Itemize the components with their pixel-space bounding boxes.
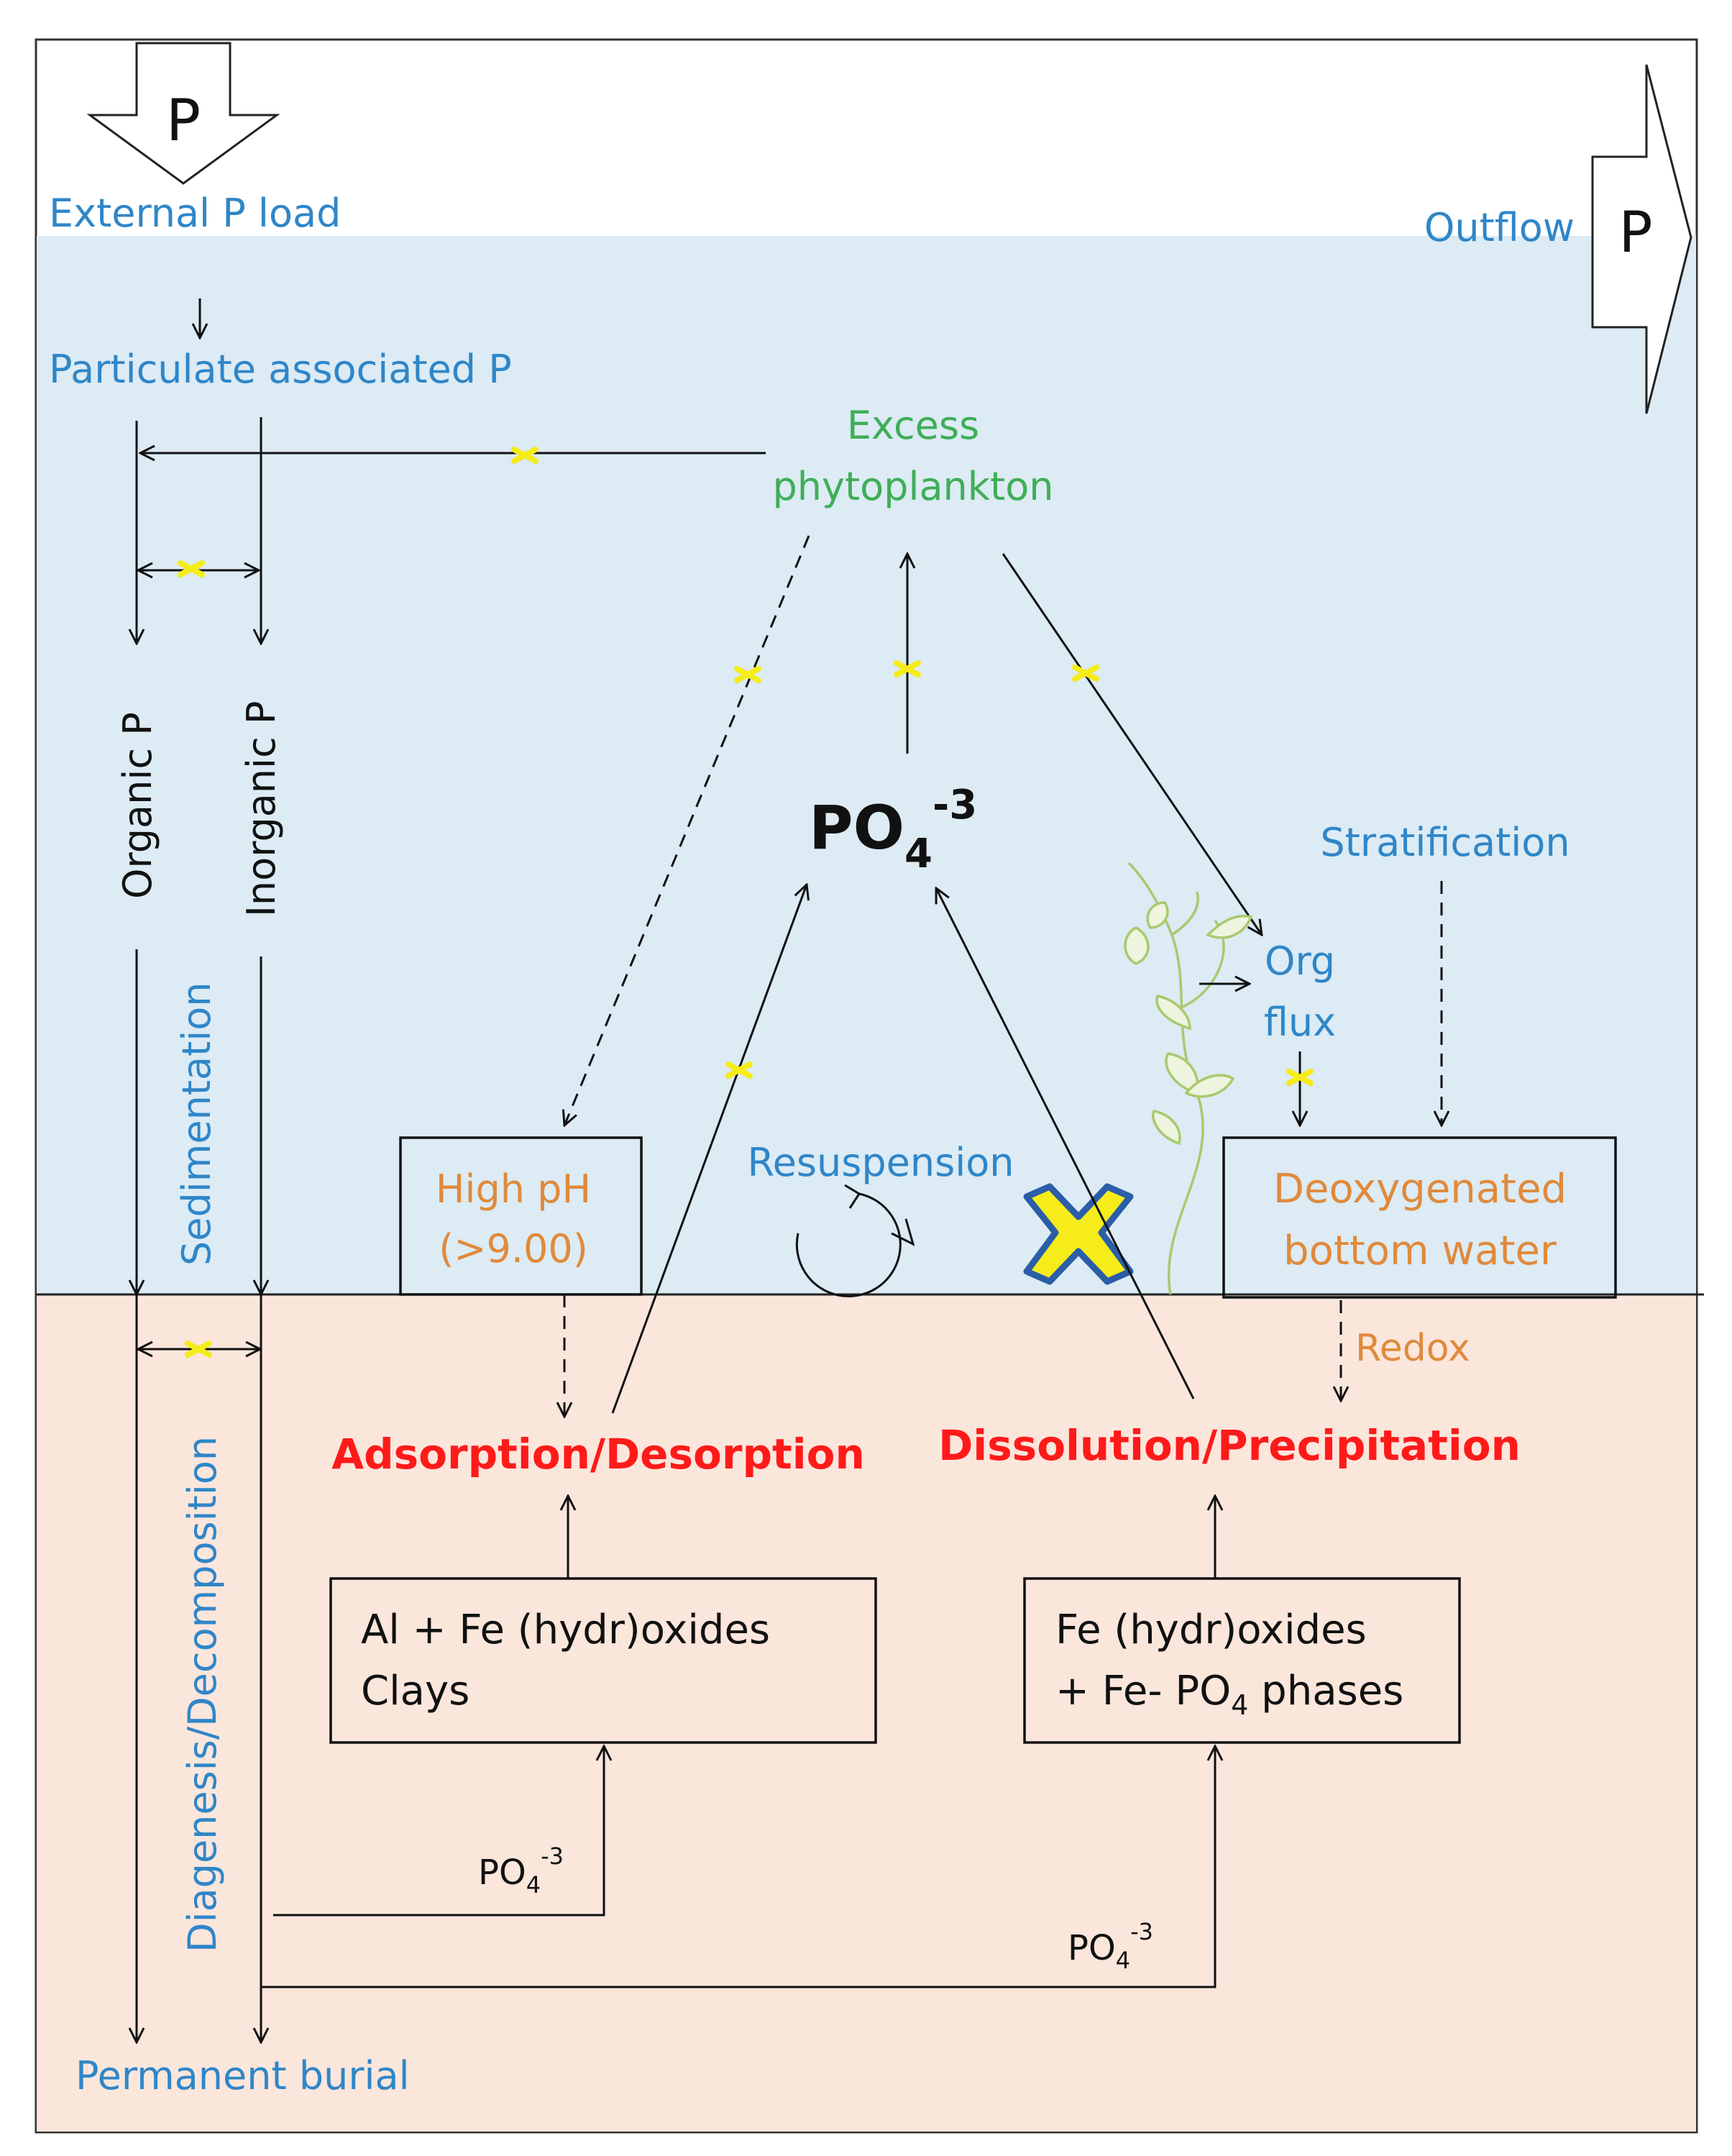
- po4-label-fe: PO4-3: [1068, 1918, 1153, 1974]
- arrow-adsorption-to-po4: [611, 885, 807, 1414]
- high-ph-label: High pH: [436, 1166, 591, 1212]
- fe-hydroxides-label: Fe (hydr)oxides: [1055, 1607, 1367, 1653]
- particulate-p-label: Particulate associated P: [49, 347, 512, 392]
- adsorption-desorption-label: Adsorption/Desorption: [331, 1430, 865, 1479]
- po4-central-label: PO4-3: [809, 782, 977, 877]
- org-flux-label: Org: [1265, 938, 1335, 984]
- external-p-arrow-label: P: [166, 87, 201, 154]
- high-ph-value: (>9.00): [439, 1226, 588, 1271]
- deoxygenated-label-2: bottom water: [1283, 1228, 1557, 1274]
- org-flux-label-2: flux: [1264, 1000, 1336, 1045]
- organic-p-label: Organic P: [115, 712, 160, 899]
- external-p-arrow: [86, 42, 280, 185]
- deoxygenated-label: Deoxygenated: [1273, 1166, 1567, 1212]
- resuspension-cycle-icon: [795, 1184, 915, 1297]
- arrow-phytoplankton-to-org-flux: [1002, 553, 1262, 935]
- stratification-label: Stratification: [1320, 820, 1570, 865]
- excess-phytoplankton-label: Excess: [847, 403, 979, 448]
- outflow-arrow-label: P: [1618, 201, 1652, 265]
- high-ph-box: [399, 1136, 643, 1296]
- sediment-layer: [37, 1294, 1696, 2132]
- excess-phytoplankton-label-2: phytoplankton: [773, 464, 1054, 509]
- fe-po4-phases-label: + Fe- PO4 phases: [1055, 1668, 1403, 1721]
- arrow-po4-to-al-fe: [273, 1746, 604, 1917]
- permanent-burial-label: Permanent burial: [75, 2053, 410, 2098]
- outflow-arrow: [1591, 64, 1692, 414]
- resuspension-label: Resuspension: [748, 1140, 1014, 1185]
- external-p-load-label: External P load: [49, 191, 341, 236]
- al-fe-clays-box: [329, 1577, 877, 1744]
- dissolution-precipitation-label: Dissolution/Precipitation: [938, 1421, 1521, 1470]
- deoxygenated-box: [1222, 1136, 1617, 1299]
- outflow-label: Outflow: [1424, 205, 1575, 250]
- arrow-dissolution-to-po4: [936, 888, 1195, 1399]
- clays-label: Clays: [361, 1668, 469, 1714]
- al-fe-label: Al + Fe (hydr)oxides: [361, 1607, 770, 1653]
- sedimentation-label: Sedimentation: [174, 982, 219, 1266]
- inorganic-p-label: Inorganic P: [239, 701, 284, 917]
- fe-po4-phases-box: [1023, 1577, 1461, 1744]
- arrow-po4-to-fe: [261, 1746, 1215, 1988]
- macrophyte-plant-icon: [1124, 862, 1253, 1295]
- redox-label: Redox: [1355, 1327, 1470, 1370]
- po4-label-al-fe: PO4-3: [478, 1842, 564, 1899]
- diagenesis-label: Diagenesis/Decomposition: [180, 1436, 225, 1952]
- water-column: [37, 236, 1696, 1294]
